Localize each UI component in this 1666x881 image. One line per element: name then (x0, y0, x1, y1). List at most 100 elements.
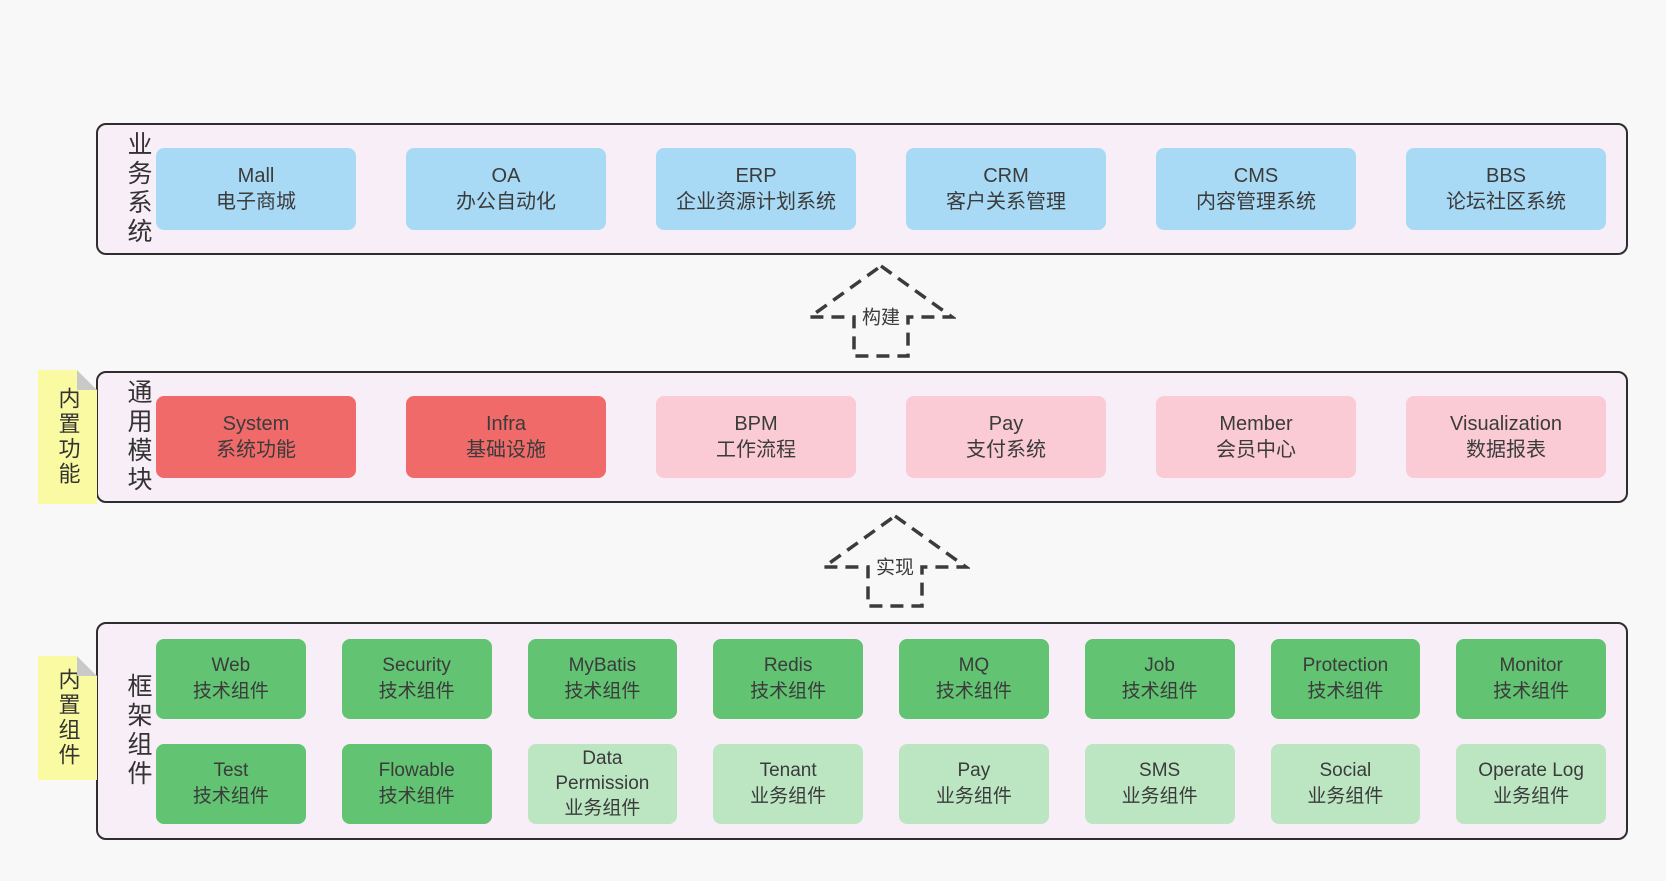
arrow-implement-label: 实现 (871, 551, 919, 581)
box-monitor: Monitor 技术组件 (1456, 638, 1606, 719)
box-social: Social 业务组件 (1270, 743, 1421, 824)
box-system: System 系统功能 (156, 396, 356, 478)
box-subtitle: 企业资源计划系统 (676, 191, 836, 213)
box-flowable: Flowable 技术组件 (341, 743, 492, 824)
box-member: Member 会员中心 (1156, 396, 1356, 478)
sticky-built-in-functions: 内置功能 (38, 370, 97, 504)
arrow-implement: 实现 (818, 510, 972, 611)
box-title: CRM (983, 164, 1029, 187)
box-mall: Mall 电子商城 (156, 148, 356, 230)
box-infra: Infra 基础设施 (406, 396, 606, 478)
box-title: Infra (485, 412, 527, 435)
box-operate-log: Operate Log 业务组件 (1456, 743, 1606, 824)
box-title: Tenant (759, 760, 817, 782)
box-mq: MQ 技术组件 (899, 638, 1049, 719)
box-cms: CMS 内容管理系统 (1156, 148, 1356, 230)
band-label-business: 业务系统 (124, 131, 152, 247)
arrow-build-label: 构建 (857, 301, 905, 331)
box-title: Protection (1302, 655, 1389, 677)
box-subtitle: 技术组件 (564, 680, 641, 702)
band-common-modules: 通用模块 System 系统功能 Infra 基础设施 BPM 工作流程 Pay… (96, 371, 1628, 503)
box-subtitle: 技术组件 (750, 680, 827, 702)
box-subtitle: 客户关系管理 (946, 191, 1066, 213)
band-framework-components: 框架组件 Web 技术组件 Security 技术组件 MyBatis 技术组件… (96, 622, 1628, 840)
box-title: Operate Log (1478, 760, 1584, 782)
box-subtitle: 办公自动化 (456, 191, 556, 213)
box-bpm: BPM 工作流程 (656, 396, 856, 478)
box-subtitle: 业务组件 (750, 785, 827, 807)
box-title: OA (491, 164, 521, 187)
box-title: Job (1144, 655, 1175, 677)
box-subtitle: 技术组件 (935, 680, 1012, 702)
band-label-modules: 通用模块 (124, 379, 152, 495)
box-test: Test 技术组件 (156, 743, 306, 824)
box-visualization: Visualization 数据报表 (1406, 396, 1606, 478)
box-subtitle: 业务组件 (1121, 785, 1198, 807)
box-subtitle: 技术组件 (192, 680, 269, 702)
box-tenant: Tenant 业务组件 (713, 743, 863, 824)
sticky-fold-corner-icon (77, 370, 97, 390)
band-business-systems: 业务系统 Mall 电子商城 OA 办公自动化 ERP 企业资源计划系统 CRM… (96, 123, 1628, 255)
box-subtitle: 业务组件 (1307, 785, 1384, 807)
box-mybatis: MyBatis 技术组件 (527, 638, 678, 719)
box-subtitle: 技术组件 (378, 680, 455, 702)
box-oa: OA 办公自动化 (406, 148, 606, 230)
box-title: BPM (734, 412, 778, 435)
box-title: Visualization (1450, 412, 1562, 435)
box-title: Pay (988, 412, 1024, 435)
box-title: Redis (763, 655, 813, 677)
box-title: Test (213, 760, 249, 782)
box-subtitle: 内容管理系统 (1196, 191, 1316, 213)
box-subtitle: 业务组件 (564, 798, 641, 820)
box-title: BBS (1485, 164, 1527, 187)
box-erp: ERP 企业资源计划系统 (656, 148, 856, 230)
box-subtitle: 数据报表 (1466, 439, 1546, 461)
box-subtitle: 技术组件 (1307, 680, 1384, 702)
box-subtitle: 支付系统 (966, 439, 1046, 461)
box-title: Security (382, 655, 451, 677)
box-subtitle: 技术组件 (1121, 680, 1198, 702)
box-title: Pay (957, 760, 991, 782)
module-boxes-row: System 系统功能 Infra 基础设施 BPM 工作流程 Pay 支付系统… (156, 396, 1606, 478)
box-subtitle: 电子商城 (216, 191, 296, 213)
box-title: MQ (958, 655, 990, 677)
arrow-build: 构建 (804, 260, 958, 361)
box-web: Web 技术组件 (156, 638, 306, 719)
band-label-components: 框架组件 (124, 673, 152, 789)
sticky-fold-corner-icon (77, 656, 97, 676)
box-subtitle: 基础设施 (466, 439, 546, 461)
box-title: Data Permission (555, 747, 650, 794)
box-sms: SMS 业务组件 (1084, 743, 1235, 824)
sticky-label: 内置功能 (55, 387, 81, 487)
box-data-permission: Data Permission 业务组件 (527, 743, 678, 824)
box-subtitle: 会员中心 (1216, 439, 1296, 461)
box-bbs: BBS 论坛社区系统 (1406, 148, 1606, 230)
component-boxes-grid: Web 技术组件 Security 技术组件 MyBatis 技术组件 Redi… (156, 638, 1606, 824)
box-title: Member (1219, 412, 1293, 435)
business-boxes-row: Mall 电子商城 OA 办公自动化 ERP 企业资源计划系统 CRM 客户关系… (156, 148, 1606, 230)
box-subtitle: 论坛社区系统 (1446, 191, 1566, 213)
box-title: System (222, 412, 290, 435)
box-subtitle: 业务组件 (1493, 785, 1570, 807)
box-protection: Protection 技术组件 (1270, 638, 1421, 719)
box-subtitle: 工作流程 (716, 439, 796, 461)
box-subtitle: 业务组件 (935, 785, 1012, 807)
box-title: ERP (735, 164, 777, 187)
box-subtitle: 技术组件 (192, 785, 269, 807)
box-title: Monitor (1499, 655, 1563, 677)
box-title: Mall (237, 164, 275, 187)
box-pay-component: Pay 业务组件 (899, 743, 1049, 824)
box-title: Web (211, 655, 251, 677)
box-subtitle: 技术组件 (378, 785, 455, 807)
box-title: Social (1319, 760, 1372, 782)
box-pay-module: Pay 支付系统 (906, 396, 1106, 478)
box-title: Flowable (378, 760, 455, 782)
box-title: CMS (1233, 164, 1279, 187)
box-redis: Redis 技术组件 (713, 638, 863, 719)
sticky-label: 内置组件 (55, 668, 81, 768)
box-title: SMS (1139, 760, 1181, 782)
box-crm: CRM 客户关系管理 (906, 148, 1106, 230)
sticky-built-in-components: 内置组件 (38, 656, 97, 780)
box-title: MyBatis (568, 655, 637, 677)
